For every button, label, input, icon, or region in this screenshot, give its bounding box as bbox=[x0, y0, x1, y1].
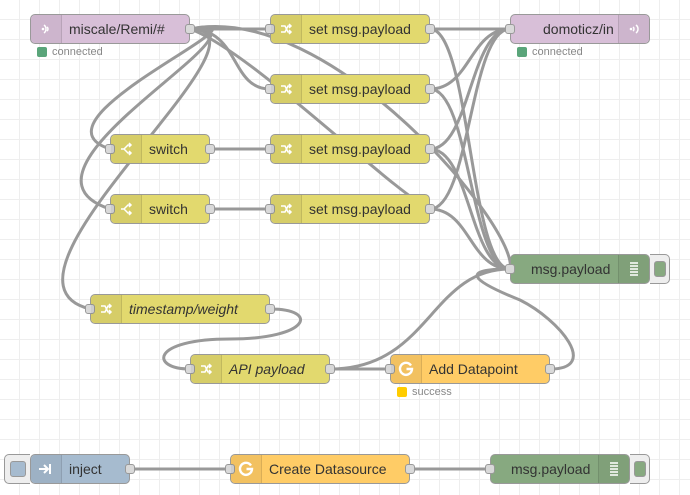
output-port[interactable] bbox=[125, 464, 135, 474]
node-label: msg.payload bbox=[531, 261, 611, 277]
switch-icon bbox=[111, 135, 142, 163]
wire bbox=[429, 147, 511, 271]
output-port[interactable] bbox=[205, 204, 215, 214]
node-switch-2[interactable]: switch bbox=[105, 194, 215, 224]
status-mqtt-in: connected bbox=[37, 46, 103, 58]
wire bbox=[429, 27, 511, 151]
debug-toggle-indicator bbox=[653, 261, 666, 277]
debug-toggle-indicator bbox=[633, 461, 646, 477]
node-label: set msg.payload bbox=[309, 141, 411, 157]
change-icon bbox=[271, 195, 302, 223]
debug-toggle-button[interactable] bbox=[630, 454, 650, 484]
node-debug-1[interactable]: msg.payload bbox=[505, 254, 650, 284]
node-create-datasource[interactable]: Create Datasource bbox=[225, 454, 415, 484]
debug-toggle-button[interactable] bbox=[650, 254, 670, 284]
node-label: switch bbox=[149, 141, 188, 157]
node-label: inject bbox=[69, 461, 102, 477]
wire bbox=[162, 307, 302, 371]
change-icon bbox=[271, 15, 302, 43]
input-port[interactable] bbox=[505, 24, 515, 34]
node-switch-1[interactable]: switch bbox=[105, 134, 215, 164]
node-add-datapoint[interactable]: Add Datapoint bbox=[385, 354, 555, 384]
output-port[interactable] bbox=[425, 84, 435, 94]
wire bbox=[189, 25, 512, 270]
node-label: miscale/Remi/# bbox=[69, 21, 165, 37]
mqtt-icon bbox=[31, 15, 62, 43]
output-port[interactable] bbox=[425, 204, 435, 214]
status-text: connected bbox=[52, 46, 103, 58]
node-label: msg.payload bbox=[511, 461, 591, 477]
node-label: switch bbox=[149, 201, 188, 217]
status-mqtt-out: connected bbox=[517, 46, 583, 58]
node-mqtt-in[interactable]: miscale/Remi/# bbox=[30, 14, 195, 44]
input-port[interactable] bbox=[265, 204, 275, 214]
change-icon bbox=[271, 135, 302, 163]
status-dot bbox=[397, 387, 407, 397]
wire bbox=[429, 87, 511, 271]
input-port[interactable] bbox=[265, 84, 275, 94]
node-mqtt-out[interactable]: domoticz/in bbox=[505, 14, 650, 44]
input-port[interactable] bbox=[185, 364, 195, 374]
output-port[interactable] bbox=[425, 24, 435, 34]
input-port[interactable] bbox=[385, 364, 395, 374]
node-label: domoticz/in bbox=[543, 21, 614, 37]
node-label: Add Datapoint bbox=[429, 361, 518, 377]
output-port[interactable] bbox=[265, 304, 275, 314]
wire bbox=[429, 27, 511, 271]
wire bbox=[90, 25, 214, 151]
mqtt-icon bbox=[618, 15, 649, 43]
input-port[interactable] bbox=[265, 24, 275, 34]
google-icon bbox=[391, 355, 422, 383]
input-port[interactable] bbox=[225, 464, 235, 474]
node-api-payload[interactable]: API payload bbox=[185, 354, 335, 384]
wire bbox=[189, 27, 431, 211]
inject-arrow-icon bbox=[31, 455, 62, 483]
wire bbox=[79, 27, 212, 211]
input-port[interactable] bbox=[485, 464, 495, 474]
input-port[interactable] bbox=[505, 264, 515, 274]
status-dot bbox=[37, 47, 47, 57]
status-text: connected bbox=[532, 46, 583, 58]
node-debug-2[interactable]: msg.payload bbox=[485, 454, 630, 484]
node-change-2[interactable]: set msg.payload bbox=[265, 74, 435, 104]
node-inject[interactable]: inject bbox=[30, 454, 135, 484]
node-label: API payload bbox=[229, 361, 305, 377]
node-change-4[interactable]: set msg.payload bbox=[265, 194, 435, 224]
input-port[interactable] bbox=[85, 304, 95, 314]
input-port[interactable] bbox=[105, 144, 115, 154]
status-text: success bbox=[412, 386, 452, 398]
input-port[interactable] bbox=[265, 144, 275, 154]
switch-icon bbox=[111, 195, 142, 223]
status-add-datapoint: success bbox=[397, 386, 452, 398]
output-port[interactable] bbox=[185, 24, 195, 34]
node-label: timestamp/weight bbox=[129, 301, 238, 317]
output-port[interactable] bbox=[205, 144, 215, 154]
node-label: set msg.payload bbox=[309, 81, 411, 97]
input-port[interactable] bbox=[105, 204, 115, 214]
node-label: set msg.payload bbox=[309, 21, 411, 37]
wire bbox=[429, 27, 511, 211]
output-port[interactable] bbox=[325, 364, 335, 374]
node-label: Create Datasource bbox=[269, 461, 387, 477]
change-icon bbox=[271, 75, 302, 103]
debug-list-icon bbox=[618, 255, 649, 283]
inject-trigger-indicator bbox=[9, 461, 26, 477]
google-icon bbox=[231, 455, 262, 483]
status-dot bbox=[517, 47, 527, 57]
output-port[interactable] bbox=[405, 464, 415, 474]
node-label: set msg.payload bbox=[309, 201, 411, 217]
output-port[interactable] bbox=[425, 144, 435, 154]
node-timestamp-weight[interactable]: timestamp/weight bbox=[85, 294, 275, 324]
inject-trigger-button[interactable] bbox=[4, 454, 30, 484]
wire bbox=[429, 207, 511, 271]
wire bbox=[329, 267, 511, 371]
node-change-3[interactable]: set msg.payload bbox=[265, 134, 435, 164]
output-port[interactable] bbox=[545, 364, 555, 374]
node-change-1[interactable]: set msg.payload bbox=[265, 14, 435, 44]
change-icon bbox=[91, 295, 122, 323]
wire bbox=[475, 267, 575, 371]
change-icon bbox=[191, 355, 222, 383]
debug-list-icon bbox=[598, 455, 629, 483]
